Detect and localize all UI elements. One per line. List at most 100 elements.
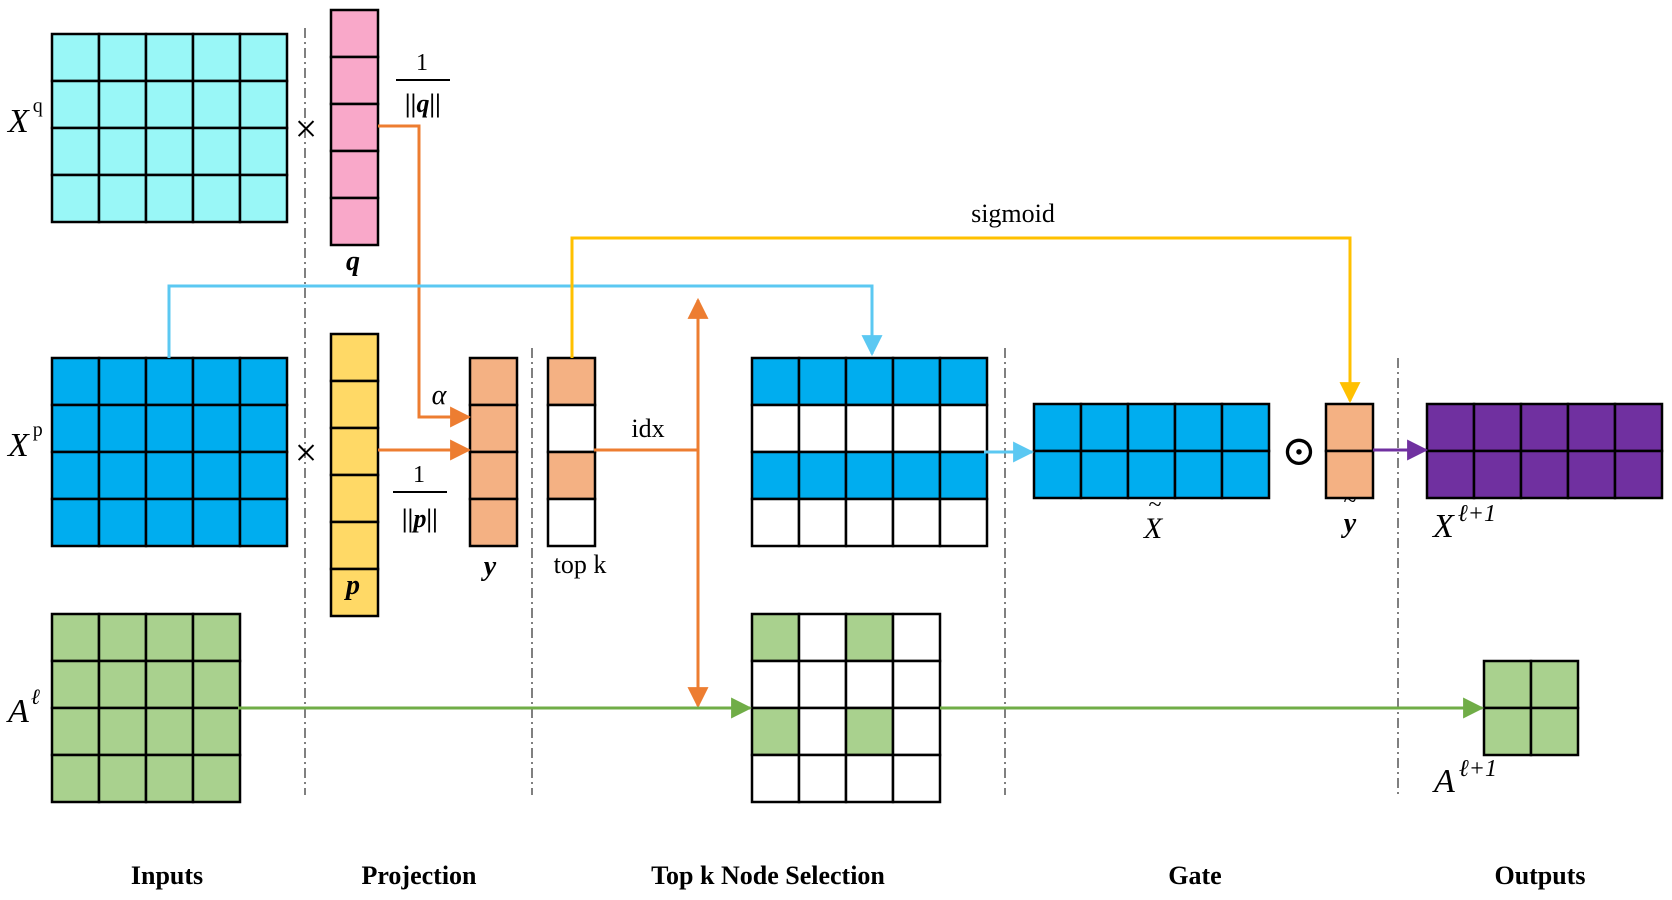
matrix-cell	[750, 497, 801, 548]
matrix-cell	[1220, 449, 1271, 500]
q-label: q	[346, 246, 360, 277]
section-dividers	[304, 28, 1399, 795]
matrix-cell	[97, 706, 148, 757]
matrix-cell	[97, 612, 148, 663]
times-icon-top: ×	[295, 106, 318, 151]
matrix-cell	[144, 450, 195, 501]
matrix-cell	[238, 32, 289, 83]
sigmoid-label: sigmoid	[971, 199, 1055, 228]
matrix-cell	[329, 102, 380, 153]
matrix-cell	[844, 706, 895, 757]
topk-vector	[546, 356, 597, 548]
y-vector	[468, 356, 519, 548]
matrix-cell	[329, 8, 380, 59]
matrix-cell	[891, 497, 942, 548]
matrix-cell	[329, 567, 380, 618]
idx-label: idx	[631, 414, 664, 443]
adjacency-output-matrix	[1482, 659, 1580, 757]
matrix-cell	[891, 706, 942, 757]
matrix-cell	[191, 32, 242, 83]
matrix-cell	[329, 379, 380, 430]
matrix-cell	[1324, 402, 1375, 453]
x-output-matrix	[1425, 402, 1664, 500]
matrix-cell	[1173, 402, 1224, 453]
matrix-cell	[97, 403, 148, 454]
matrix-cell	[1566, 402, 1617, 453]
matrix-cell	[468, 403, 519, 454]
matrix-cell	[468, 450, 519, 501]
matrix-cell	[468, 497, 519, 548]
section-inputs: Inputs	[131, 861, 203, 890]
topk-label: top k	[554, 550, 607, 579]
frac-q-denominator: ||q||	[405, 89, 441, 118]
matrix-cell	[891, 659, 942, 710]
matrix-cell	[97, 32, 148, 83]
odot-icon: ⊙	[1281, 429, 1316, 475]
matrix-cell	[797, 403, 848, 454]
matrix-cell	[1529, 659, 1580, 710]
matrix-cell	[329, 196, 380, 247]
matrix-cell	[844, 497, 895, 548]
xq-matrix	[50, 32, 289, 224]
matrix-cell	[891, 403, 942, 454]
matrix-cell	[797, 706, 848, 757]
matrix-cell	[1032, 449, 1083, 500]
matrix-cell	[329, 55, 380, 106]
matrix-cell	[50, 356, 101, 407]
matrix-cell	[191, 356, 242, 407]
arrow-xp-to-selection	[167, 284, 883, 358]
matrix-cell	[797, 659, 848, 710]
matrix-cell	[50, 32, 101, 83]
matrix-cell	[238, 173, 289, 224]
xp-matrix	[50, 356, 289, 548]
matrix-cell	[750, 659, 801, 710]
matrix-cell	[97, 497, 148, 548]
matrix-cell	[50, 126, 101, 177]
matrix-cell	[97, 753, 148, 804]
matrix-cell	[1032, 402, 1083, 453]
matrix-cell	[191, 706, 242, 757]
matrix-cell	[938, 497, 989, 548]
matrix-cell	[144, 753, 195, 804]
frac-q-numerator: 1	[416, 50, 428, 76]
matrix-cell	[97, 79, 148, 130]
matrix-cell	[797, 450, 848, 501]
matrix-cell	[1472, 402, 1523, 453]
matrix-cell	[1613, 449, 1664, 500]
matrix-cell	[50, 173, 101, 224]
matrix-cell	[144, 497, 195, 548]
matrix-cell	[938, 403, 989, 454]
section-outputs: Outputs	[1494, 861, 1585, 890]
matrix-cell	[191, 403, 242, 454]
p-label: p	[344, 570, 360, 601]
matrix-cell	[1529, 706, 1580, 757]
matrix-cell	[329, 426, 380, 477]
x-tilde-mark: ~	[1149, 492, 1162, 518]
matrix-cell	[191, 659, 242, 710]
matrix-cell	[844, 450, 895, 501]
section-gate: Gate	[1168, 861, 1221, 890]
matrix-cell	[797, 356, 848, 407]
matrix-cell	[191, 173, 242, 224]
matrix-cell	[238, 497, 289, 548]
matrix-cell	[144, 173, 195, 224]
matrix-cell	[191, 79, 242, 130]
matrix-cell	[97, 450, 148, 501]
matrix-cell	[891, 612, 942, 663]
matrix-cell	[891, 450, 942, 501]
arrow-q-to-y	[378, 124, 472, 428]
section-titles: Inputs Projection Top k Node Selection G…	[131, 861, 1586, 890]
matrix-cell	[1482, 659, 1533, 710]
matrix-cell	[329, 520, 380, 571]
matrix-cell	[238, 403, 289, 454]
y-tilde-label: y	[1341, 508, 1357, 539]
matrix-cell	[891, 356, 942, 407]
matrix-cell	[938, 356, 989, 407]
matrix-cell	[329, 473, 380, 524]
matrix-cell	[1482, 706, 1533, 757]
y-tilde-vector	[1324, 402, 1375, 500]
matrix-cell	[844, 403, 895, 454]
